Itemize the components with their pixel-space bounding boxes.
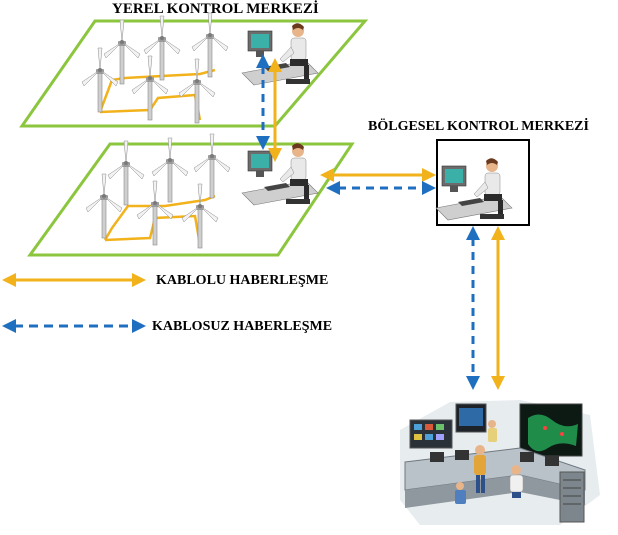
local-center-title: YEREL KONTROL MERKEZİ (112, 1, 319, 17)
legend-wireless-label: KABLOSUZ HABERLEŞME (152, 319, 333, 334)
main-control-room-icon (400, 400, 600, 525)
regional-center-title: BÖLGESEL KONTROL MERKEZİ (368, 119, 589, 134)
local-field-bottom (27, 142, 355, 257)
legend-wired-label: KABLOLU HABERLEŞME (156, 273, 329, 288)
field-cabling-top (98, 68, 216, 113)
field-cabling-bottom (103, 194, 216, 241)
